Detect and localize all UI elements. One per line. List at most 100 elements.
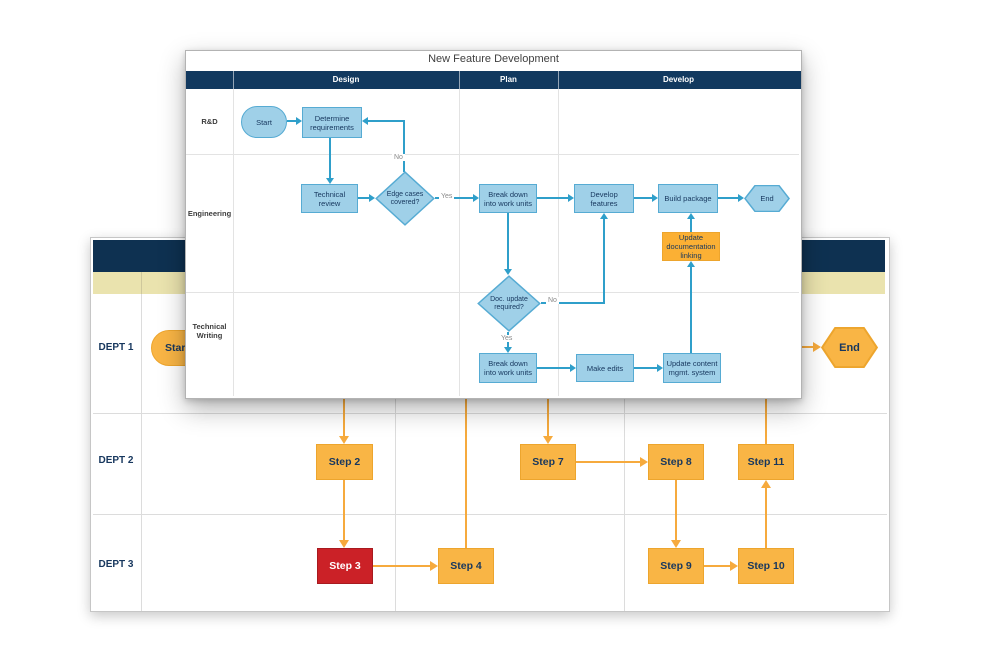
lane-label-rnd: R&D	[201, 117, 218, 126]
bg-node-end[interactable]: End	[821, 327, 878, 368]
fg-node-breakdown-tw[interactable]: Break down into work units	[479, 353, 537, 383]
arrowhead	[326, 178, 334, 184]
connector	[358, 197, 370, 199]
fg-node-update-documentation[interactable]: Update documentation linking	[662, 232, 720, 261]
branch-label-yes: Yes	[499, 335, 515, 342]
lane-label-engineering: Engineering	[187, 209, 232, 218]
arrowhead	[568, 194, 574, 202]
arrowhead	[640, 457, 648, 467]
fg-node-technical-review[interactable]: Technical review	[301, 184, 358, 213]
connector	[343, 386, 345, 436]
fg-node-update-cms[interactable]: Update content mgmt. system	[663, 353, 721, 383]
arrowhead	[657, 364, 663, 372]
connector	[403, 121, 405, 172]
divider	[558, 71, 559, 89]
lane-label-dept1: DEPT 1	[98, 342, 134, 353]
bg-node-step8[interactable]: Step 8	[648, 444, 704, 480]
fg-node-develop-features[interactable]: Develop features	[574, 184, 634, 213]
gridline	[624, 294, 625, 611]
gridline	[93, 413, 887, 414]
connector	[675, 480, 677, 540]
diagram-title: New Feature Development	[428, 53, 559, 65]
divider	[141, 272, 142, 294]
phase-label-design: Design	[332, 75, 360, 84]
arrowhead	[543, 436, 553, 444]
connector	[690, 267, 692, 353]
phase-header-bar	[186, 71, 801, 89]
gridline	[459, 89, 460, 396]
fg-decision-doc-update[interactable]: Doc. update required?	[477, 275, 541, 332]
arrowhead	[600, 213, 608, 219]
branch-label-no: No	[546, 297, 559, 304]
arrowhead	[473, 194, 479, 202]
arrowhead	[652, 194, 658, 202]
connector	[373, 565, 430, 567]
bg-node-step4[interactable]: Step 4	[438, 548, 494, 584]
arrowhead	[362, 117, 368, 125]
branch-label-no: No	[392, 154, 405, 161]
branch-label-yes: Yes	[439, 193, 455, 200]
arrowhead	[730, 561, 738, 571]
connector	[547, 386, 549, 436]
connector	[634, 367, 657, 369]
arrowhead	[687, 261, 695, 267]
diamond-shape	[477, 275, 541, 332]
bg-node-step10[interactable]: Step 10	[738, 548, 794, 584]
connector	[507, 213, 509, 270]
gridline	[186, 154, 799, 155]
fg-node-build-package[interactable]: Build package	[658, 184, 718, 213]
connector	[603, 219, 605, 304]
foreground-flowchart-card[interactable]: New Feature Development Design Plan Deve…	[185, 50, 802, 399]
fg-node-determine-requirements[interactable]: Determine requirements	[302, 107, 362, 138]
gridline	[558, 89, 559, 396]
connector	[765, 388, 767, 444]
arrowhead	[339, 540, 349, 548]
gridline	[395, 294, 396, 611]
arrowhead	[813, 342, 821, 352]
connector	[537, 367, 570, 369]
connector	[329, 138, 331, 179]
arrowhead	[369, 194, 375, 202]
bg-node-step7[interactable]: Step 7	[520, 444, 576, 480]
arrowhead	[761, 480, 771, 488]
bg-node-step11[interactable]: Step 11	[738, 444, 794, 480]
gridline	[141, 294, 142, 611]
fg-node-make-edits[interactable]: Make edits	[576, 354, 634, 382]
connector	[718, 197, 738, 199]
connector	[765, 488, 767, 548]
connector	[287, 120, 297, 122]
fg-node-start[interactable]: Start	[241, 106, 287, 138]
fg-node-breakdown-eng[interactable]: Break down into work units	[479, 184, 537, 213]
connector	[690, 219, 692, 232]
connector	[704, 565, 730, 567]
arrowhead	[738, 194, 744, 202]
bg-node-step3[interactable]: Step 3	[317, 548, 373, 584]
connector	[465, 386, 467, 548]
arrowhead	[671, 540, 681, 548]
arrowhead	[504, 269, 512, 275]
divider	[233, 71, 234, 89]
connector	[576, 461, 640, 463]
arrowhead	[296, 117, 302, 125]
fg-decision-edge-cases[interactable]: Edge cases covered?	[375, 171, 435, 226]
phase-label-develop: Develop	[662, 75, 695, 84]
bg-node-step2[interactable]: Step 2	[316, 444, 373, 480]
hexagon-shape	[744, 185, 790, 212]
arrowhead	[570, 364, 576, 372]
diamond-shape	[375, 171, 435, 226]
arrowhead	[504, 347, 512, 353]
connector	[368, 120, 405, 122]
bg-node-step9[interactable]: Step 9	[648, 548, 704, 584]
hexagon-shape	[821, 327, 878, 368]
fg-node-end[interactable]: End	[744, 185, 790, 212]
phase-label-plan: Plan	[500, 75, 517, 84]
connector	[537, 197, 568, 199]
arrowhead	[339, 436, 349, 444]
divider	[459, 71, 460, 89]
gridline	[93, 514, 887, 515]
arrowhead	[687, 213, 695, 219]
lane-label-dept2: DEPT 2	[98, 455, 134, 466]
gridline	[233, 89, 234, 396]
connector	[634, 197, 652, 199]
arrowhead	[430, 561, 438, 571]
